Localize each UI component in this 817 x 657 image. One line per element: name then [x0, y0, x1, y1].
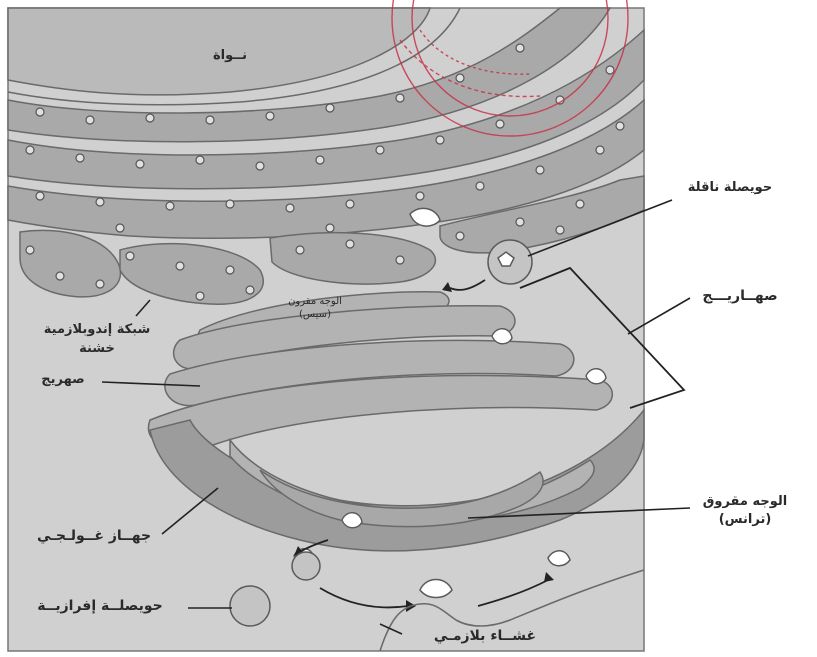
label-cis-face-2: (سيس)	[270, 309, 360, 320]
label-cisterna: صهريج	[18, 372, 108, 387]
label-nucleus: نــواة	[200, 48, 260, 63]
label-golgi: جهــاز غــولـجـي	[14, 528, 174, 544]
label-rough-er-1: شبكة إندوبلازمية	[22, 322, 172, 337]
label-trans-face-1: الوجه مقروق	[680, 494, 810, 509]
label-cis-face-1: الوجه مقرون	[270, 296, 360, 307]
label-rough-er-2: خشنة	[22, 341, 172, 356]
label-plasma-membrane: غشــاء بلازمـي	[410, 628, 560, 644]
label-cisternae: صهــاريـــج	[670, 288, 810, 304]
label-secretory-vesicle: حويصلــة إفرازيــة	[10, 598, 190, 614]
label-transport-vesicle: حويصلة ناقلة	[650, 180, 810, 195]
label-trans-face-2: (ترانس)	[680, 512, 810, 527]
